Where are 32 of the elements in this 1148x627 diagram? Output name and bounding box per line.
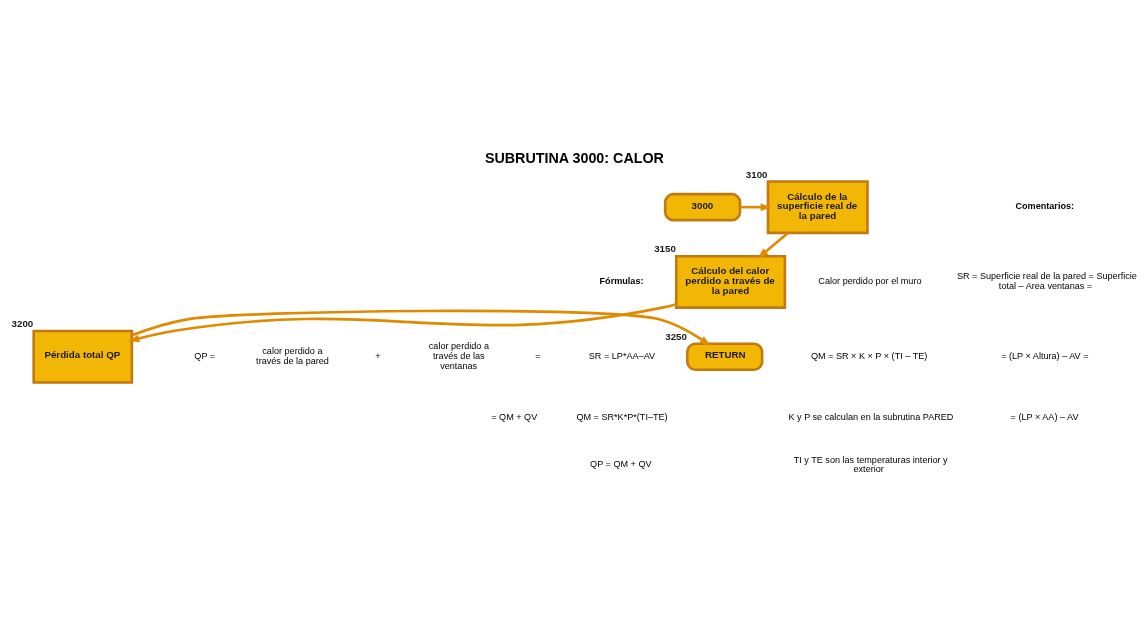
label: QM = SR × K × P × (TI – TE) [810, 351, 928, 362]
node-box: Cálculo de la superficie real de la pared [766, 180, 869, 235]
label: Fórmulas: [599, 275, 644, 286]
arrow [131, 309, 711, 346]
label: QP = QM + QV [590, 459, 652, 470]
label: + [375, 351, 381, 362]
label: = (LP × Altura) – AV = [1001, 351, 1089, 362]
arrow [757, 231, 789, 259]
label: QM = SR*K*P*(TI–TE) [576, 411, 668, 422]
node-label: 3150 [654, 243, 676, 255]
label: K y P se calculan en la subrutina PARED [788, 411, 954, 422]
node-box: Cálculo del calor perdido a través de la pared [674, 254, 787, 309]
label: Calor perdido por el muro [818, 276, 922, 287]
node-label: 3100 [745, 168, 768, 180]
label: calor perdido a través de las ventanas [428, 341, 489, 371]
label: SR = LP*AA–AV [588, 351, 656, 362]
label: = (LP × AA) – AV [1010, 411, 1079, 422]
node-box: 3000 [663, 192, 742, 222]
label: = QM + QV [491, 411, 538, 422]
label: QP = [194, 351, 216, 362]
node-label: 3250 [665, 330, 687, 342]
node-box: Pérdida total QP [32, 329, 134, 384]
label: = [535, 351, 541, 362]
label: TI y TE son las temperaturas interior y exterior [793, 454, 948, 475]
label: calor perdido a través de la pared [256, 346, 329, 367]
node-box: RETURN [686, 342, 764, 372]
diagram-title: SUBRUTINA 3000: CALOR [484, 150, 664, 166]
label: Comentarios: [1015, 200, 1075, 211]
arrow [740, 203, 772, 212]
arrow [128, 302, 677, 343]
node-label: 3200 [11, 318, 34, 330]
label: SR = Superficie real de la pared = Superficie total – Area ventanas = [956, 271, 1137, 292]
